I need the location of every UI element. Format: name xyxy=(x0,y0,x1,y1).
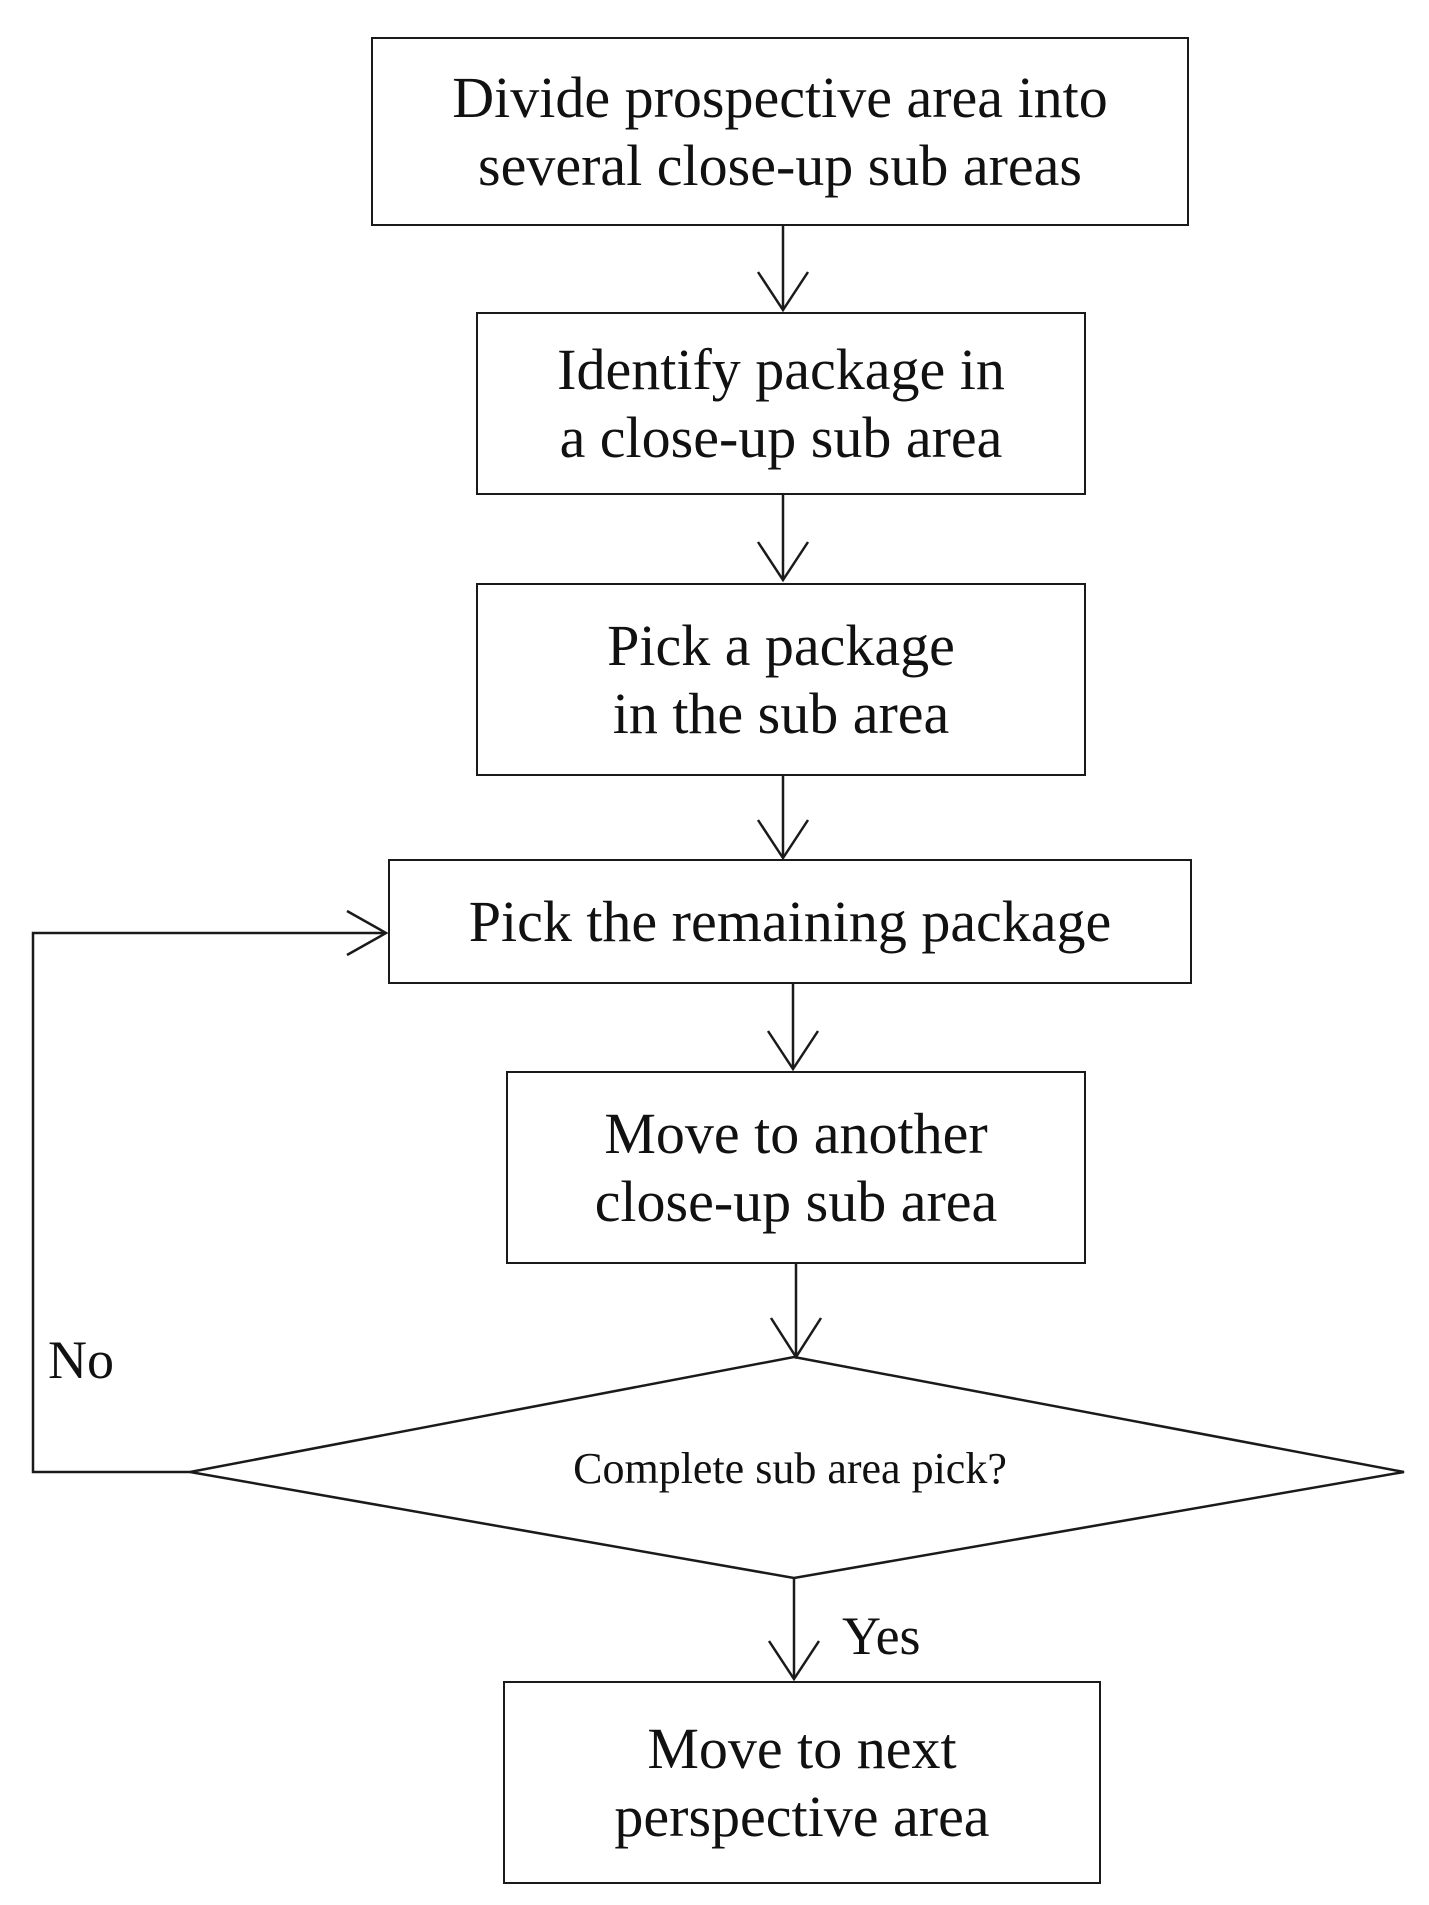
step-move-another-line1: Move to another xyxy=(604,1100,988,1166)
step-divide-area: Divide prospective area into several clo… xyxy=(371,37,1189,226)
step-pick-remaining-line1: Pick the remaining package xyxy=(468,888,1112,954)
arrow-divide-to-identify xyxy=(756,225,810,313)
step-identify-line2: a close-up sub area xyxy=(559,404,1003,470)
step-divide-line1: Divide prospective area into xyxy=(452,64,1108,130)
arrow-no-loop-back xyxy=(31,909,389,1474)
step-move-next: Move to next perspective area xyxy=(503,1681,1101,1884)
step-move-another: Move to another close-up sub area xyxy=(506,1071,1086,1264)
branch-label-yes: Yes xyxy=(842,1606,921,1666)
arrow-yes-to-move-next xyxy=(767,1578,821,1682)
step-move-next-line2: perspective area xyxy=(614,1783,990,1849)
step-identify-package: Identify package in a close-up sub area xyxy=(476,312,1086,495)
decision-question: Complete sub area pick? xyxy=(573,1444,1007,1493)
step-divide-line2: several close-up sub areas xyxy=(478,132,1082,198)
arrow-move-another-to-decision xyxy=(769,1264,823,1360)
step-identify-line1: Identify package in xyxy=(557,336,1005,402)
step-move-next-line1: Move to next xyxy=(647,1715,957,1781)
step-pick-package-line2: in the sub area xyxy=(612,680,950,746)
step-pick-remaining: Pick the remaining package xyxy=(388,859,1192,984)
step-pick-package: Pick a package in the sub area xyxy=(476,583,1086,776)
arrow-pick-remaining-to-move-another xyxy=(766,983,820,1072)
arrow-pick-package-to-pick-remaining xyxy=(756,776,810,861)
arrow-identify-to-pick-package xyxy=(756,495,810,583)
step-pick-package-line1: Pick a package xyxy=(607,612,955,678)
step-move-another-line2: close-up sub area xyxy=(594,1168,998,1234)
branch-label-no: No xyxy=(48,1330,114,1390)
